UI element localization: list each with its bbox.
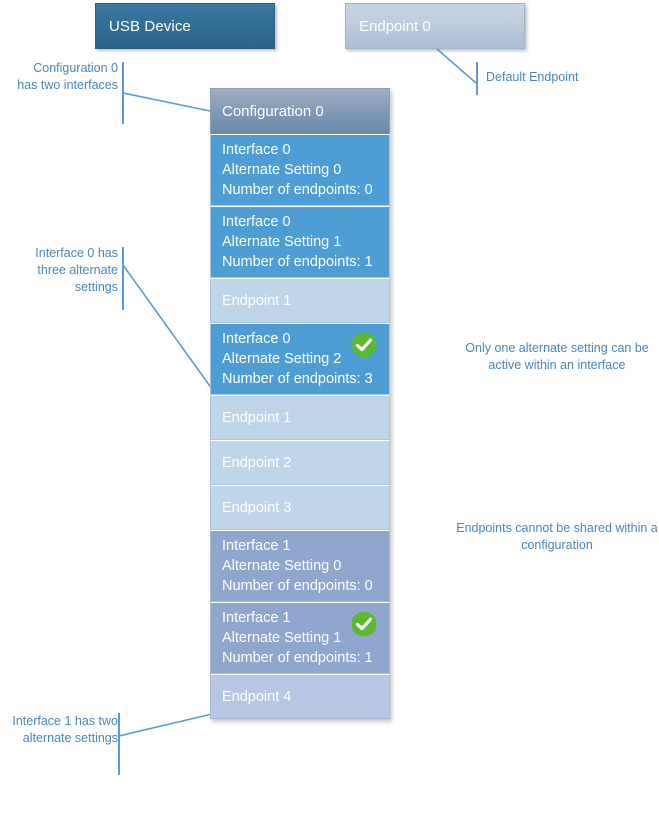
stack-row-line: Interface 1 [222, 610, 291, 626]
stack-row-line: Endpoint 1 [222, 409, 292, 426]
stack-row-line: Endpoint 2 [222, 454, 292, 471]
check-circle-icon [351, 332, 377, 358]
connector-leader-default-endpoint [436, 48, 477, 84]
stack-row-line: Number of endpoints: 1 [222, 650, 373, 666]
check-circle-icon [351, 611, 377, 637]
stack-row-line: Number of endpoints: 1 [222, 254, 373, 270]
endpoint-0-label: Endpoint 0 [359, 17, 431, 35]
endpoint-0-box[interactable]: Endpoint 0 [345, 3, 525, 49]
annotation-default-endpoint: Default Endpoint [486, 70, 579, 84]
stack-row-line: Alternate Setting 2 [222, 351, 342, 367]
stack-row-line: Interface 0 [222, 142, 291, 158]
stack-row-endpoint-1-a[interactable]: Endpoint 1 [210, 278, 390, 323]
stack-row-endpoint-1-b[interactable]: Endpoint 1 [210, 395, 390, 440]
stack-row-line: Interface 0 [222, 331, 291, 347]
stack-row-line: Alternate Setting 1 [222, 630, 342, 646]
usb-device-label: USB Device [109, 17, 191, 35]
stack-row-line: Number of endpoints: 0 [222, 578, 373, 594]
stack-row-interface-1-alt-1[interactable]: Interface 1 Alternate Setting 1 Number of … [210, 602, 390, 674]
stack-row-line: Interface 1 [222, 538, 291, 554]
connector-leader-interface1 [118, 713, 213, 737]
annotation-interface-0: Interface 0 has three alternate settings [35, 246, 118, 294]
stack-row-line: Interface 0 [222, 214, 291, 230]
connector-leader-configuration [122, 92, 211, 112]
stack-row-endpoint-3[interactable]: Endpoint 3 [210, 485, 390, 530]
stack-row-line: Alternate Setting 1 [222, 234, 342, 250]
stack-row-line: Endpoint 1 [222, 292, 292, 309]
connector-leader-interface0 [122, 264, 213, 390]
usb-device-box[interactable]: USB Device [95, 3, 275, 49]
stack-row-line: Alternate Setting 0 [222, 558, 342, 574]
stack-row-configuration-0[interactable]: Configuration 0 [210, 88, 390, 134]
stack-row-endpoint-2[interactable]: Endpoint 2 [210, 440, 390, 485]
annotation-shared-endpoints: Endpoints cannot be shared within a conf… [456, 521, 658, 552]
stack-row-line: Endpoint 4 [222, 688, 292, 705]
stack-row-line: Alternate Setting 0 [222, 162, 342, 178]
stack-row-interface-0-alt-1[interactable]: Interface 0 Alternate Setting 1 Number of … [210, 206, 390, 278]
stack-row-interface-1-alt-0[interactable]: Interface 1 Alternate Setting 0 Number of … [210, 530, 390, 602]
stack-row-line: Endpoint 3 [222, 499, 292, 516]
configuration-stack: Configuration 0 Interface 0 Alternate Sett… [210, 88, 390, 719]
stack-row-line: Configuration 0 [222, 102, 324, 120]
stack-row-interface-0-alt-0[interactable]: Interface 0 Alternate Setting 0 Number of … [210, 134, 390, 206]
annotation-configuration: Configuration 0 has two interfaces [17, 61, 118, 92]
stack-row-line: Number of endpoints: 0 [222, 182, 373, 198]
stack-row-endpoint-4[interactable]: Endpoint 4 [210, 674, 390, 719]
stack-row-line: Number of endpoints: 3 [222, 371, 373, 387]
stack-row-interface-0-alt-2[interactable]: Interface 0 Alternate Setting 2 Number of … [210, 323, 390, 395]
annotation-interface-1: Interface 1 has two alternate settings [12, 714, 118, 745]
annotation-alternate-setting: Only one alternate setting can be active… [465, 341, 649, 372]
